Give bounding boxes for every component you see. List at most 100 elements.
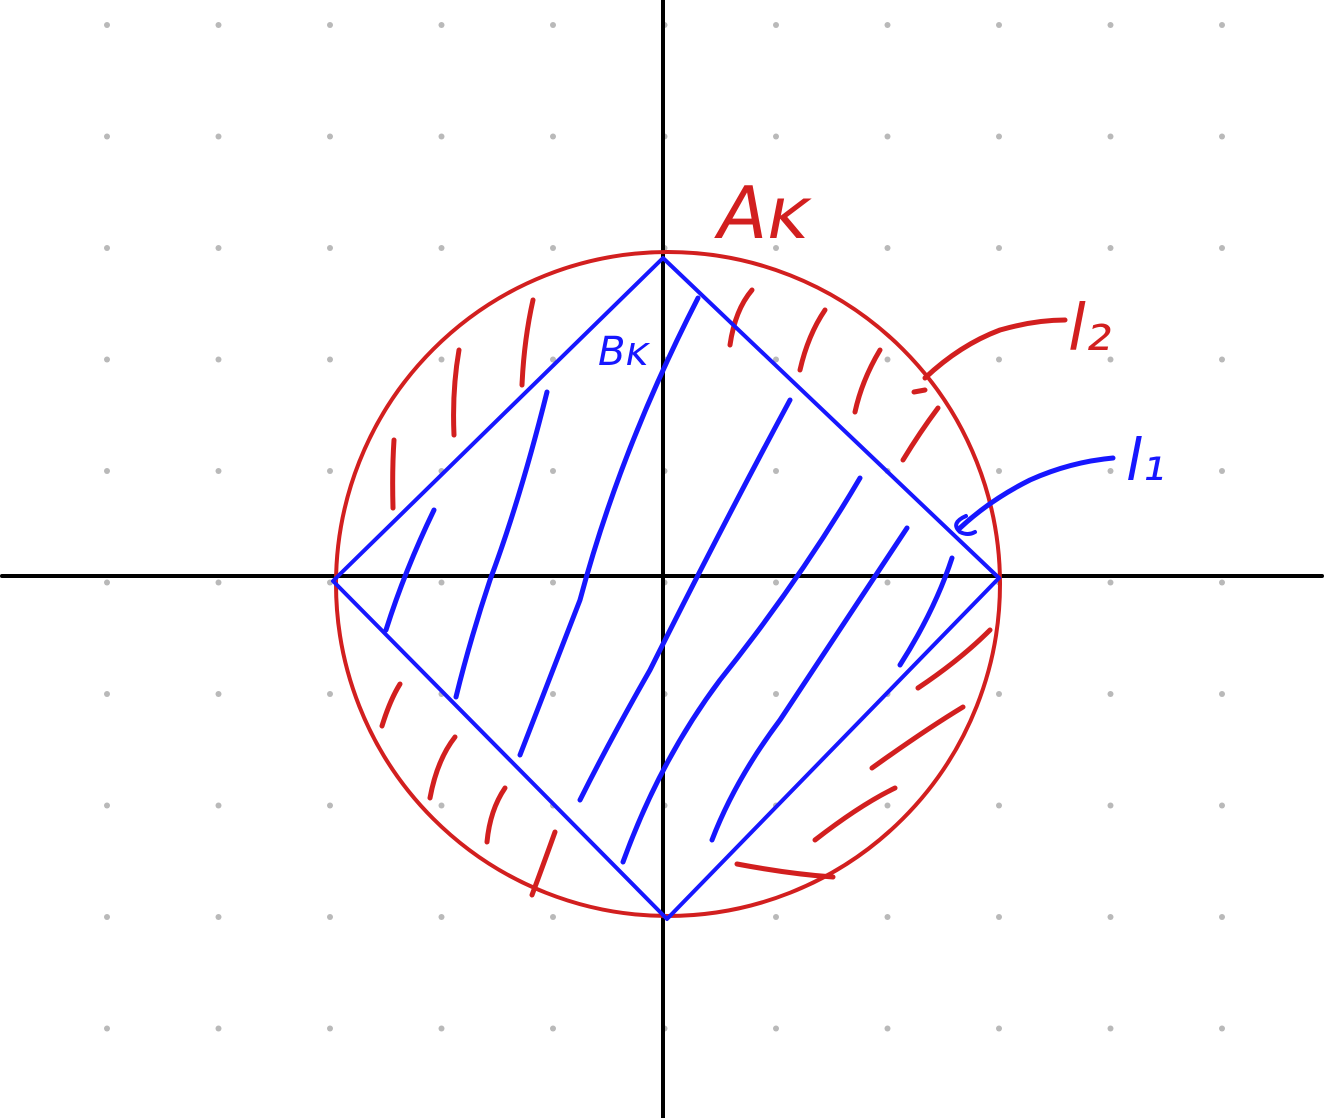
grid-dot <box>550 133 556 140</box>
grid-dot <box>438 133 445 140</box>
grid-dot <box>550 468 556 474</box>
grid-dot <box>1219 802 1225 809</box>
grid-dot <box>215 1025 222 1032</box>
grid-dot <box>1107 1025 1114 1032</box>
grid-dot <box>104 802 110 809</box>
grid-dot <box>438 356 445 363</box>
grid-dot <box>773 245 779 251</box>
grid-dot <box>104 356 110 363</box>
grid-dot <box>215 691 222 697</box>
grid-dot <box>884 356 891 363</box>
grid-dot <box>104 914 110 920</box>
grid-dot <box>1219 22 1225 28</box>
grid-dot <box>996 802 1002 809</box>
grid-dot <box>327 691 333 697</box>
grid-dot <box>327 468 333 474</box>
grid-dot <box>327 356 333 363</box>
grid-dot <box>773 133 779 140</box>
grid-dot <box>438 245 445 251</box>
grid-dot <box>884 1025 891 1032</box>
grid-dot <box>1107 691 1114 697</box>
grid-dot <box>438 1025 445 1032</box>
grid-dot <box>550 356 556 363</box>
grid-dot <box>996 914 1002 920</box>
grid-dot <box>550 22 556 28</box>
grid-dot <box>996 245 1002 251</box>
grid-dot <box>104 133 110 140</box>
circle-region-label: Aᴋ <box>714 171 812 255</box>
grid-dot <box>884 914 891 920</box>
grid-dot <box>1107 22 1114 28</box>
grid-dot <box>773 914 779 920</box>
grid-dot <box>1219 579 1225 586</box>
square-region-label: Bᴋ <box>598 329 650 375</box>
grid-dot <box>438 579 445 586</box>
grid-dot <box>996 1025 1002 1032</box>
grid-dot <box>550 691 556 697</box>
grid-dot <box>884 579 891 586</box>
grid-dot <box>996 133 1002 140</box>
grid-dot <box>1219 1025 1225 1032</box>
grid-dot <box>215 914 222 920</box>
grid-dot <box>884 802 891 809</box>
grid-dot <box>215 133 222 140</box>
circle-boundary <box>334 250 1002 918</box>
square-boundary <box>331 256 1001 921</box>
grid-dot <box>1107 579 1114 586</box>
grid-dot <box>550 245 556 251</box>
grid-dot <box>215 468 222 474</box>
grid-dot <box>996 356 1002 363</box>
grid-dot <box>104 691 110 697</box>
grid-dot <box>996 691 1002 697</box>
grid-dot <box>1107 356 1114 363</box>
grid-dot <box>327 133 333 140</box>
grid-dot <box>215 356 222 363</box>
grid-dot <box>773 468 779 474</box>
grid-dot <box>104 579 110 586</box>
grid-dot <box>1219 691 1225 697</box>
grid-dot <box>773 1025 779 1032</box>
grid-dot <box>1219 914 1225 920</box>
grid-dot <box>327 802 333 809</box>
grid-dot <box>773 579 779 586</box>
grid-dot <box>550 914 556 920</box>
grid-dot <box>773 22 779 28</box>
grid-dot <box>1219 356 1225 363</box>
grid-dot <box>1107 914 1114 920</box>
grid-dot <box>104 1025 110 1032</box>
grid-dot <box>1107 245 1114 251</box>
grid-dot <box>1107 802 1114 809</box>
grid-dot <box>104 468 110 474</box>
grid-dot <box>773 691 779 697</box>
grid-dot <box>1219 133 1225 140</box>
grid-dot <box>884 22 891 28</box>
grid-dot <box>996 468 1002 474</box>
grid-dot <box>550 1025 556 1032</box>
grid-dot <box>884 245 891 251</box>
square-line-label: l₁ <box>1126 426 1165 494</box>
grid-dot <box>215 802 222 809</box>
grid-dot <box>1107 133 1114 140</box>
grid-dot <box>327 22 333 28</box>
grid-dot <box>884 133 891 140</box>
grid-dot <box>104 245 110 251</box>
square-label-leader <box>957 455 1116 531</box>
grid-dot <box>1219 468 1225 474</box>
grid-dot <box>1107 468 1114 474</box>
grid-dot <box>550 579 556 586</box>
grid-dot <box>215 579 222 586</box>
square-region-hatching <box>383 295 955 865</box>
grid-dot <box>327 1025 333 1032</box>
grid-dot <box>438 22 445 28</box>
grid-dot <box>215 22 222 28</box>
grid-dot <box>327 245 333 251</box>
square-label-arrowhead <box>954 514 977 536</box>
grid-dot <box>438 802 445 809</box>
grid-dot <box>215 245 222 251</box>
grid-dot <box>438 914 445 920</box>
circle-label-leader <box>922 317 1068 381</box>
grid-dot <box>327 914 333 920</box>
circle-line-label: l₂ <box>1068 292 1111 366</box>
